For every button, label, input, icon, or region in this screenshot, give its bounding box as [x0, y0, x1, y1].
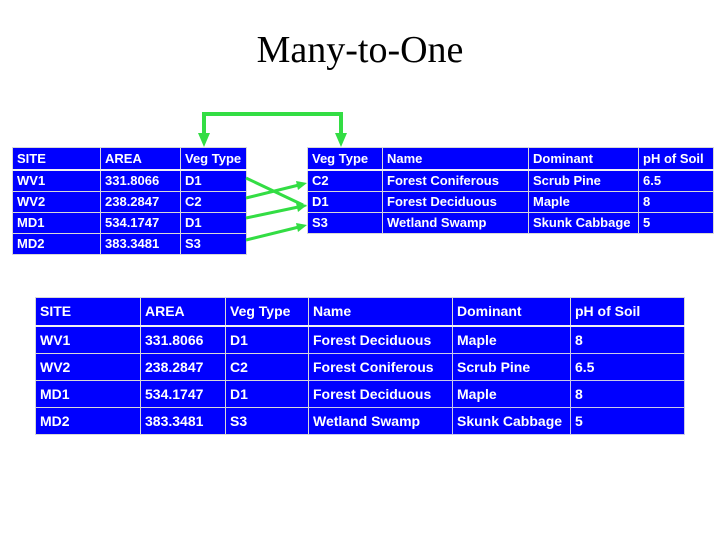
cell-name: Forest Deciduous	[382, 191, 529, 213]
cell-site: MD1	[12, 212, 101, 234]
arrowhead-d1-b-icon	[296, 203, 307, 212]
column-header-area: AREA	[100, 147, 181, 171]
table-row: MD1 534.1747 D1 Forest Deciduous Maple 8	[35, 380, 685, 408]
match-lines	[245, 176, 307, 242]
veg-lookup-table: Veg Type Name Dominant pH of Soil C2 For…	[307, 147, 714, 234]
cell-dominant: Maple	[528, 191, 639, 213]
arrowhead-s3-icon	[296, 223, 307, 232]
table-row: WV2 238.2847 C2	[12, 191, 247, 213]
table-row: MD1 534.1747 D1	[12, 212, 247, 234]
arrowhead-right-icon	[335, 133, 347, 147]
cell-veg-type: D1	[225, 380, 309, 408]
cell-name: Forest Coniferous	[308, 353, 453, 381]
match-line-wv1-d1	[245, 176, 304, 207]
cell-area: 238.2847	[140, 353, 226, 381]
match-line-md1-d1	[245, 204, 304, 220]
column-header-dominant: Dominant	[528, 147, 639, 171]
table-header-row: SITE AREA Veg Type	[12, 147, 247, 171]
column-header-name: Name	[308, 297, 453, 327]
bracket-path	[202, 112, 343, 142]
page-title: Many-to-One	[256, 29, 464, 71]
cell-ph: 6.5	[638, 169, 714, 192]
cell-area: 383.3481	[100, 233, 181, 255]
cell-dominant: Maple	[452, 380, 571, 408]
column-header-veg-type: Veg Type	[307, 147, 383, 171]
joined-result-table: SITE AREA Veg Type Name Dominant pH of S…	[35, 297, 685, 435]
cell-area: 534.1747	[100, 212, 181, 234]
cell-area: 238.2847	[100, 191, 181, 213]
cell-site: WV2	[35, 353, 141, 381]
cell-area: 534.1747	[140, 380, 226, 408]
cell-site: WV1	[12, 169, 101, 192]
cell-name: Wetland Swamp	[382, 212, 529, 234]
column-header-ph: pH of Soil	[570, 297, 685, 327]
cell-veg-type: C2	[180, 191, 247, 213]
cell-area: 383.3481	[140, 407, 226, 435]
arrowhead-c2-icon	[296, 181, 307, 190]
cell-area: 331.8066	[100, 169, 181, 192]
cell-veg-type: S3	[180, 233, 247, 255]
match-line-wv2-c2	[245, 182, 304, 200]
table-row: WV2 238.2847 C2 Forest Coniferous Scrub …	[35, 353, 685, 381]
column-header-veg-type: Veg Type	[180, 147, 247, 171]
column-header-veg-type: Veg Type	[225, 297, 309, 327]
cell-ph: 5	[570, 407, 685, 435]
cell-site: WV2	[12, 191, 101, 213]
cell-ph: 5	[638, 212, 714, 234]
match-line-md2-s3	[245, 224, 304, 242]
column-header-area: AREA	[140, 297, 226, 327]
cell-veg-type: D1	[180, 212, 247, 234]
cell-dominant: Scrub Pine	[452, 353, 571, 381]
cell-dominant: Scrub Pine	[528, 169, 639, 192]
column-header-site: SITE	[12, 147, 101, 171]
column-header-site: SITE	[35, 297, 141, 327]
cell-ph: 8	[570, 325, 685, 354]
cell-name: Forest Coniferous	[382, 169, 529, 192]
column-header-dominant: Dominant	[452, 297, 571, 327]
cell-veg-type: S3	[307, 212, 383, 234]
table-row: WV1 331.8066 D1 Forest Deciduous Maple 8	[35, 325, 685, 354]
cell-dominant: Skunk Cabbage	[452, 407, 571, 435]
table-row: D1 Forest Deciduous Maple 8	[307, 191, 714, 213]
table-header-row: Veg Type Name Dominant pH of Soil	[307, 147, 714, 171]
cell-ph: 8	[638, 191, 714, 213]
cell-veg-type: C2	[307, 169, 383, 192]
cell-name: Wetland Swamp	[308, 407, 453, 435]
cell-veg-type: D1	[225, 325, 309, 354]
cell-site: MD2	[35, 407, 141, 435]
table-row: C2 Forest Coniferous Scrub Pine 6.5	[307, 169, 714, 192]
column-header-name: Name	[382, 147, 529, 171]
cell-site: MD1	[35, 380, 141, 408]
sites-table: SITE AREA Veg Type WV1 331.8066 D1 WV2 2…	[12, 147, 247, 255]
cell-dominant: Maple	[452, 325, 571, 354]
cell-veg-type: D1	[180, 169, 247, 192]
cell-area: 331.8066	[140, 325, 226, 354]
cell-name: Forest Deciduous	[308, 380, 453, 408]
cell-site: WV1	[35, 325, 141, 354]
cell-dominant: Skunk Cabbage	[528, 212, 639, 234]
column-header-ph: pH of Soil	[638, 147, 714, 171]
table-row: WV1 331.8066 D1	[12, 169, 247, 192]
table-row: MD2 383.3481 S3 Wetland Swamp Skunk Cabb…	[35, 407, 685, 435]
arrowhead-left-icon	[198, 133, 210, 147]
table-header-row: SITE AREA Veg Type Name Dominant pH of S…	[35, 297, 685, 327]
cell-name: Forest Deciduous	[308, 325, 453, 354]
cell-veg-type: C2	[225, 353, 309, 381]
cell-veg-type: S3	[225, 407, 309, 435]
cell-ph: 6.5	[570, 353, 685, 381]
cell-ph: 8	[570, 380, 685, 408]
cell-veg-type: D1	[307, 191, 383, 213]
arrowhead-d1-a-icon	[296, 201, 307, 210]
join-key-bracket-arrow	[198, 112, 347, 147]
table-row: MD2 383.3481 S3	[12, 233, 247, 255]
cell-site: MD2	[12, 233, 101, 255]
table-row: S3 Wetland Swamp Skunk Cabbage 5	[307, 212, 714, 234]
